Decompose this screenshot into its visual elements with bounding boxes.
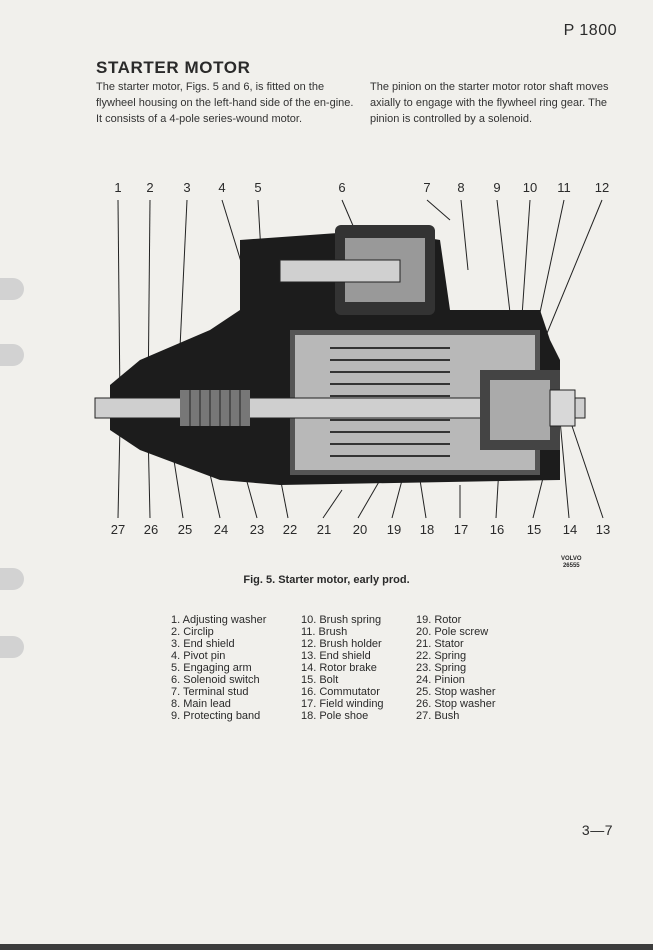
legend-item: 10. Brush spring (301, 614, 382, 626)
callout-number: 15 (526, 522, 542, 537)
legend-item: 12. Brush holder (301, 638, 382, 650)
brand-label: VOLVO (561, 556, 582, 562)
page-number: P 1800 (563, 22, 617, 39)
callout-number: 20 (352, 522, 368, 537)
callout-number: 19 (386, 522, 402, 537)
callout-number: 3 (183, 180, 191, 195)
legend-column-2: 10. Brush spring 11. Brush 12. Brush hol… (301, 614, 384, 722)
callout-number: 9 (493, 180, 501, 195)
legend-item: 4. Pivot pin (171, 650, 226, 662)
binder-hole (0, 636, 24, 658)
binder-hole (0, 568, 24, 590)
legend-item: 5. Engaging arm (171, 662, 252, 674)
callout-number: 5 (254, 180, 262, 195)
callout-number: 4 (218, 180, 226, 195)
legend-item: 8. Main lead (171, 698, 231, 710)
callout-number: 8 (457, 180, 465, 195)
callout-number: 10 (522, 180, 538, 195)
legend-item: 20. Pole screw (416, 626, 489, 638)
callout-number: 24 (213, 522, 229, 537)
callout-number: 25 (177, 522, 193, 537)
callout-number: 1 (114, 180, 122, 195)
legend-item: 17. Field winding (301, 698, 384, 710)
page-edge-bar (0, 944, 653, 950)
legend-item: 16. Commutator (301, 686, 380, 698)
top-callout-numbers: 1 2 3 4 5 6 7 8 9 10 11 12 (80, 180, 620, 198)
figure-ref-number: 26555 (562, 563, 580, 569)
legend-item: 24. Pinion (416, 674, 465, 686)
legend-item: 9. Protecting band (171, 710, 261, 722)
callout-number: 17 (453, 522, 469, 537)
legend-item: 11. Brush (301, 626, 348, 638)
legend-item: 25. Stop washer (416, 686, 496, 698)
figure-reference: VOLVO 26555 (561, 556, 582, 570)
callout-number: 12 (594, 180, 610, 195)
callout-number: 26 (143, 522, 159, 537)
callout-number: 7 (423, 180, 431, 195)
callout-number: 27 (110, 522, 126, 537)
legend-column-1: 1. Adjusting washer 2. Circlip 3. End sh… (171, 614, 266, 722)
callout-number: 21 (316, 522, 332, 537)
binder-hole (0, 344, 24, 366)
callout-number: 2 (146, 180, 154, 195)
legend-item: 3. End shield (171, 638, 235, 650)
callout-number: 6 (338, 180, 346, 195)
legend-item: 27. Bush (416, 710, 460, 722)
legend-item: 14. Rotor brake (301, 662, 377, 674)
callout-number: 22 (282, 522, 298, 537)
callout-number: 18 (419, 522, 435, 537)
legend-item: 13. End shield (301, 650, 371, 662)
legend-item: 21. Stator (416, 638, 464, 650)
starter-motor-figure: 1 2 3 4 5 6 7 8 9 10 11 12 (80, 180, 620, 550)
section-title: STARTER MOTOR (96, 58, 251, 77)
legend-item: 15. Bolt (301, 674, 339, 686)
legend-item: 19. Rotor (416, 614, 462, 626)
binder-hole (0, 278, 24, 300)
callout-number: 11 (557, 180, 571, 195)
callout-number: 16 (489, 522, 505, 537)
legend-item: 18. Pole shoe (301, 710, 369, 722)
footer-page-number: 3—7 (581, 822, 613, 838)
legend-item: 1. Adjusting washer (171, 614, 267, 626)
intro-paragraph-left: The starter motor, Figs. 5 and 6, is fit… (96, 81, 354, 125)
legend-item: 22. Spring (416, 650, 467, 662)
legend-item: 26. Stop washer (416, 698, 496, 710)
callout-number: 14 (562, 522, 578, 537)
legend-column-3: 19. Rotor 20. Pole screw 21. Stator 22. … (416, 614, 496, 722)
callout-number: 13 (595, 522, 611, 537)
intro-paragraph-right: The pinion on the starter motor rotor sh… (370, 81, 609, 125)
legend-item: 2. Circlip (171, 626, 214, 638)
legend-item: 23. Spring (416, 662, 467, 674)
legend-item: 6. Solenoid switch (171, 674, 260, 686)
legend-item: 7. Terminal stud (171, 686, 249, 698)
figure-caption: Fig. 5. Starter motor, early prod. (243, 574, 410, 586)
callout-number: 23 (249, 522, 265, 537)
bottom-callout-numbers: 27 26 25 24 23 22 21 20 19 18 17 16 15 1… (80, 522, 620, 540)
starter-motor-cutaway-drawing (94, 199, 604, 519)
